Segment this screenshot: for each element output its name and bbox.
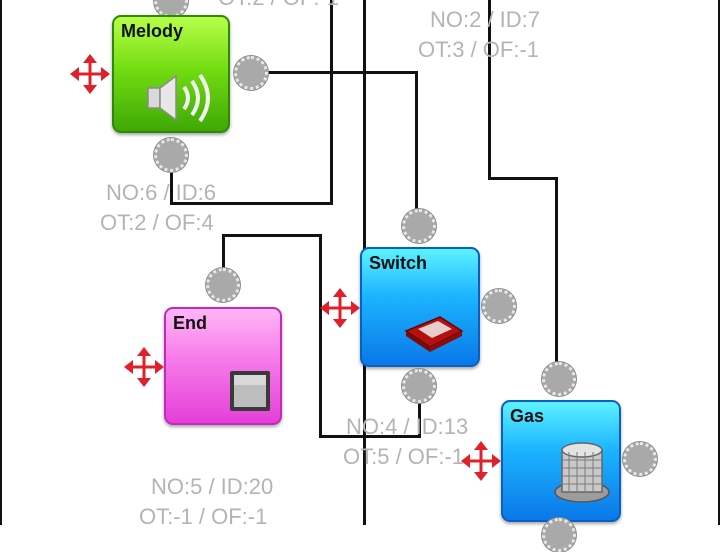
node-info-label: OT:-1 / OF:-1 (139, 504, 268, 529)
node-info-label: NO:5 / ID:20 (151, 474, 274, 499)
connection-wire (555, 177, 558, 377)
connection-wire (170, 202, 333, 205)
move-icon[interactable] (124, 347, 164, 387)
connection-wire (170, 168, 173, 204)
connection-wire (319, 234, 322, 438)
melody-output-port-bottom[interactable] (154, 138, 188, 172)
connection-wire (415, 71, 418, 213)
canvas-border-left (0, 0, 2, 525)
node-title: Gas (510, 406, 545, 426)
melody-node[interactable]: Melody (112, 15, 230, 133)
connection-wire (222, 234, 322, 237)
end-input-port[interactable] (206, 268, 240, 302)
node-info-label: OT:2 / OF:-1 (218, 0, 339, 12)
connection-wire (488, 0, 491, 180)
move-icon[interactable] (461, 441, 501, 481)
node-info-label: NO:4 / ID:13 (346, 414, 469, 439)
speaker-icon (147, 73, 210, 123)
gas-output-port-bottom[interactable] (542, 518, 576, 552)
gas-node[interactable]: Gas (501, 400, 621, 522)
switch-icon (404, 316, 464, 352)
node-info-label: NO:6 / ID:6 (106, 180, 217, 205)
connection-wire (252, 71, 417, 74)
node-info-label: OT:2 / OF:4 (100, 210, 214, 235)
node-info-label: OT:3 / OF:-1 (418, 37, 540, 62)
connection-wire (418, 396, 421, 438)
switch-node[interactable]: Switch (360, 247, 480, 367)
node-title: Melody (121, 21, 184, 41)
end-node[interactable]: End (164, 307, 282, 425)
switch-output-port-bottom[interactable] (402, 369, 436, 403)
switch-output-port-right[interactable] (482, 289, 516, 323)
node-info-label: NO:2 / ID:7 (430, 7, 541, 32)
stop-icon (230, 371, 270, 411)
canvas-border-right (718, 0, 720, 525)
move-icon[interactable] (70, 54, 110, 94)
melody-output-port-right[interactable] (234, 56, 268, 90)
node-title: Switch (369, 253, 428, 273)
node-info-label: OT:5 / OF:-1 (343, 444, 465, 469)
switch-input-port[interactable] (402, 209, 436, 243)
gas-sensor-icon (554, 442, 610, 503)
move-icon[interactable] (320, 288, 360, 328)
node-title: End (173, 313, 207, 333)
connection-wire (488, 177, 558, 180)
gas-output-port-right[interactable] (623, 442, 657, 476)
connection-wire (330, 0, 333, 205)
connection-wire (222, 234, 225, 274)
gas-input-port[interactable] (542, 362, 576, 396)
connection-wire (319, 435, 421, 438)
